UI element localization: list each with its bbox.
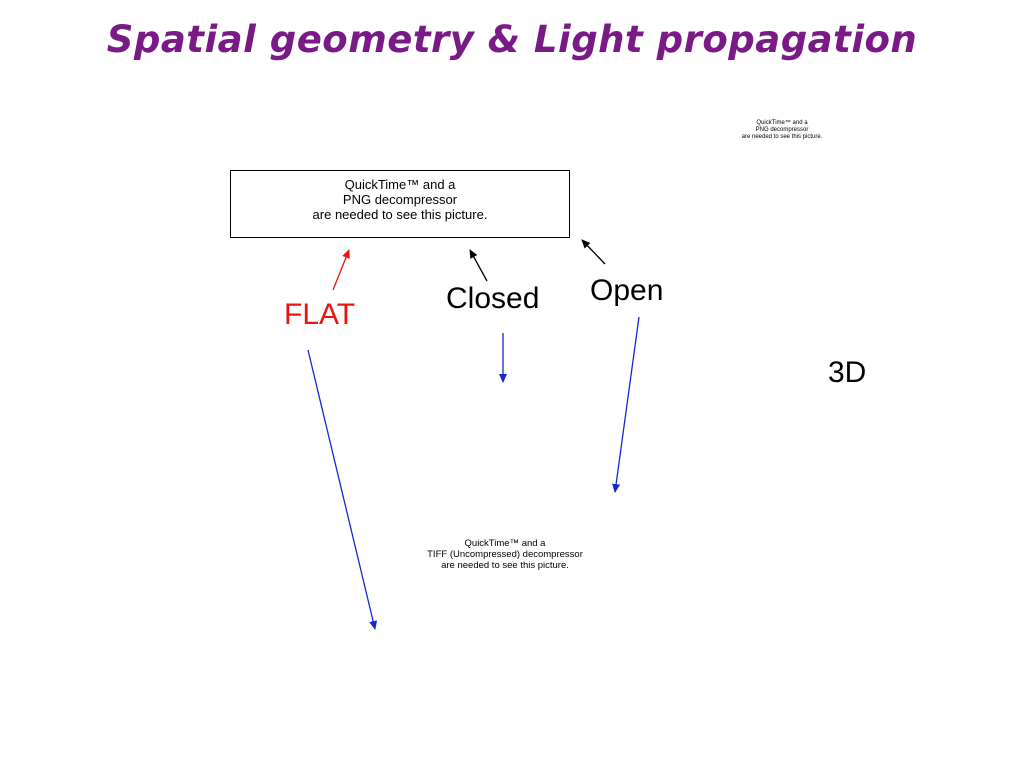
three-d-label: 3D	[828, 356, 867, 389]
open-up-arrow	[581, 239, 606, 265]
placeholder-line: QuickTime™ and a	[344, 177, 456, 192]
placeholder-line: QuickTime™ and a	[464, 538, 546, 549]
quicktime-placeholder-box: QuickTime™ and a PNG decompressor are ne…	[230, 170, 570, 238]
slide-title: Spatial geometry & Light propagation	[106, 18, 918, 61]
open-down-arrow	[612, 316, 640, 493]
closed-up-arrow	[469, 249, 488, 282]
quicktime-placeholder-small: QuickTime™ and a PNG decompressor are ne…	[720, 120, 844, 141]
placeholder-line: are needed to see this picture.	[312, 206, 488, 222]
placeholder-line: PNG decompressor	[342, 191, 458, 207]
quicktime-placeholder-bottom: QuickTime™ and a TIFF (Uncompressed) dec…	[410, 538, 600, 572]
closed-label: Closed	[446, 282, 540, 315]
placeholder-line: TIFF (Uncompressed) decompressor	[427, 548, 583, 560]
placeholder-line: are needed to see this picture.	[741, 133, 823, 140]
open-label: Open	[590, 274, 664, 307]
flat-up-arrow	[332, 249, 350, 291]
flat-label: FLAT	[284, 298, 356, 331]
placeholder-line: QuickTime™ and a	[756, 120, 808, 126]
placeholder-line: PNG decompressor	[755, 126, 809, 133]
flat-down-arrow	[307, 349, 378, 630]
placeholder-line: are needed to see this picture.	[441, 559, 569, 571]
